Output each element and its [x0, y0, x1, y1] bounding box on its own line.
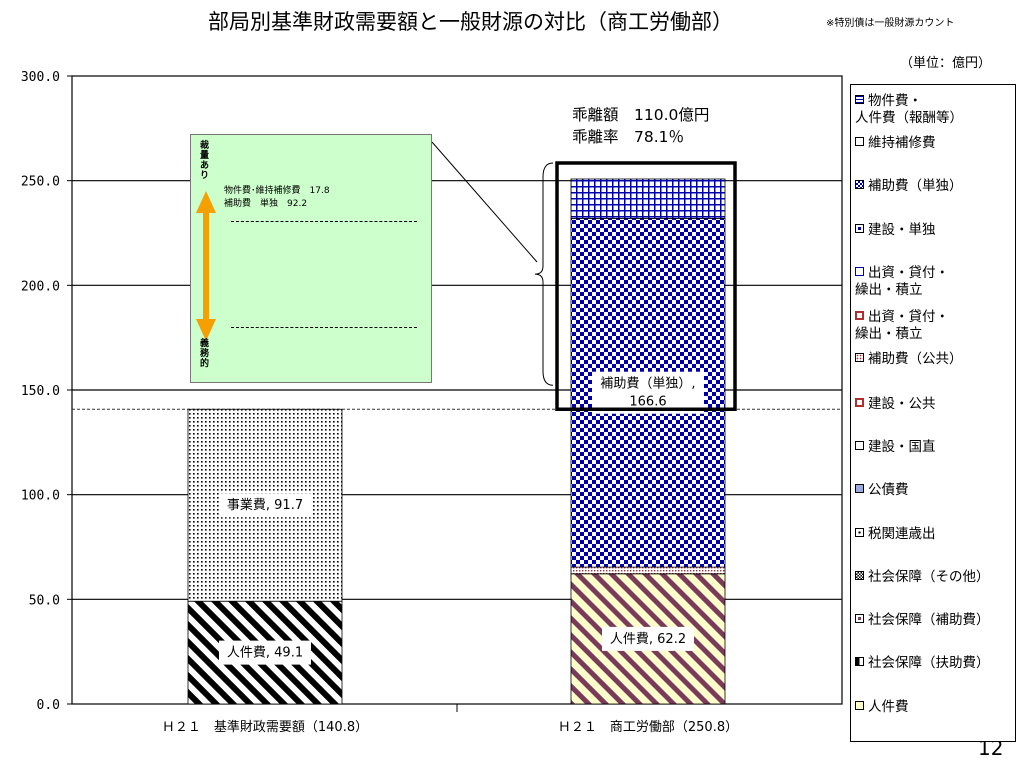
legend-label: 人件費	[868, 699, 909, 715]
legend-item: 人件費	[855, 699, 909, 716]
legend-swatch	[855, 571, 864, 580]
annotation-line-2: 補助費 単独 92.2	[224, 199, 308, 209]
legend-label: 社会保障（補助費）	[868, 612, 990, 628]
bar-segment	[570, 566, 726, 575]
legend-item: 建設・国直	[855, 439, 936, 456]
legend-item: 補助費（単独）	[855, 178, 963, 195]
divergence-frame	[555, 161, 737, 412]
y-tick-label: 200.0	[21, 279, 60, 294]
gap-amount-value: 110.0億円	[634, 106, 710, 124]
legend-item: 社会保障（補助費）	[855, 612, 990, 629]
data-label: 補助費（単独）,	[600, 376, 695, 392]
legend-item: 維持補修費	[855, 135, 936, 152]
legend-swatch	[855, 311, 864, 320]
legend-swatch	[855, 484, 864, 493]
legend-swatch	[855, 701, 864, 710]
legend-label: 建設・単独	[868, 222, 936, 238]
callout-connector-line	[431, 141, 538, 263]
legend-swatch	[855, 441, 864, 450]
divergence-callout: 乖離額 110.0億円 乖離率 78.1％	[572, 104, 709, 148]
data-label: 人件費, 49.1	[227, 646, 303, 661]
bar-segment	[570, 178, 726, 219]
legend-swatch	[855, 137, 864, 146]
legend-item: 出資・貸付・ 繰出・積立	[855, 265, 949, 299]
legend-swatch	[855, 614, 864, 623]
legend-swatch	[855, 353, 864, 362]
y-tick-label: 50.0	[29, 593, 60, 608]
legend-label: 公債費	[868, 482, 909, 498]
legend-swatch	[855, 95, 864, 104]
legend-item: 物件費・ 人件費（報酬等）	[855, 93, 963, 127]
data-label: 166.6	[629, 395, 666, 410]
discretion-annotation-box: 裁量あり 義務的 物件費･維持補修費 17.8 補助費 単独 92.2	[190, 134, 432, 383]
legend-label: 物件費・ 人件費（報酬等）	[855, 93, 963, 126]
legend-item: 社会保障（その他）	[855, 569, 990, 586]
y-tick-label: 0.0	[37, 698, 60, 713]
chart-legend: 物件費・ 人件費（報酬等） 維持補修費補助費（単独） 建設・単独出資・貸付・ 繰出・…	[850, 84, 1016, 742]
legend-swatch	[855, 180, 864, 189]
legend-swatch	[855, 398, 864, 407]
double-arrow-icon	[196, 191, 216, 341]
legend-swatch	[855, 224, 864, 233]
y-tick-label: 250.0	[21, 175, 60, 190]
data-label: 事業費, 91.7	[227, 497, 303, 513]
legend-label: 建設・公共	[868, 396, 936, 412]
unit-label: （単位：億円）	[900, 56, 992, 71]
legend-label: 補助費（単独）	[868, 178, 963, 194]
legend-item: 建設・公共	[855, 396, 936, 413]
legend-label: 社会保障（扶助費）	[868, 655, 990, 671]
legend-label: 補助費（公共）	[868, 351, 963, 367]
divergence-brace	[534, 162, 554, 386]
legend-item: 社会保障（扶助費）	[855, 655, 990, 672]
annotation-line-1: 物件費･維持補修費 17.8	[224, 186, 330, 196]
mandatory-label: 義務的	[200, 339, 210, 369]
x-category-label: Ｈ２１ 基準財政需要額（140.8）	[162, 719, 368, 735]
data-label-bg	[592, 371, 704, 414]
gap-rate-value: 78.1％	[634, 128, 685, 146]
legend-label: 出資・貸付・ 繰出・積立	[855, 265, 949, 298]
data-label-bg	[602, 626, 694, 651]
discretionary-label: 裁量あり	[200, 141, 210, 181]
dashed-divider-lower	[231, 327, 417, 328]
special-bond-note: ※特別債は一般財源カウント	[826, 18, 955, 29]
legend-swatch	[855, 528, 864, 537]
data-label: 人件費, 62.2	[610, 632, 686, 647]
y-tick-label: 150.0	[21, 384, 60, 399]
data-label-bg	[219, 640, 311, 665]
stacked-bar-chart: 0.0 50.0 100.0 150.0 200.0 250.0 300.0 人件費, 49.…	[21, 70, 843, 735]
legend-label: 出資・貸付・ 繰出・積立	[855, 309, 949, 342]
legend-item: 税関連歳出	[855, 526, 936, 543]
dashed-divider-upper	[231, 221, 417, 222]
data-label-bg	[219, 493, 311, 518]
gap-rate-label: 乖離率	[572, 128, 619, 146]
legend-item: 公債費	[855, 482, 909, 499]
legend-label: 税関連歳出	[868, 526, 936, 542]
legend-swatch	[855, 267, 864, 276]
legend-label: 社会保障（その他）	[868, 569, 990, 585]
legend-item: 補助費（公共）	[855, 351, 963, 368]
legend-item: 出資・貸付・ 繰出・積立	[855, 309, 949, 343]
y-tick-label: 100.0	[21, 489, 60, 504]
y-tick-label: 300.0	[21, 70, 60, 85]
legend-label: 維持補修費	[868, 135, 936, 151]
x-category-label: Ｈ２１ 商工労働部（250.8）	[558, 720, 738, 735]
legend-label: 建設・国直	[868, 439, 936, 455]
gap-amount-label: 乖離額	[572, 106, 619, 124]
chart-title: 部局別基準財政需要額と一般財源の対比（商工労働部）	[208, 10, 733, 34]
legend-swatch	[855, 657, 864, 666]
legend-item: 建設・単独	[855, 222, 936, 239]
